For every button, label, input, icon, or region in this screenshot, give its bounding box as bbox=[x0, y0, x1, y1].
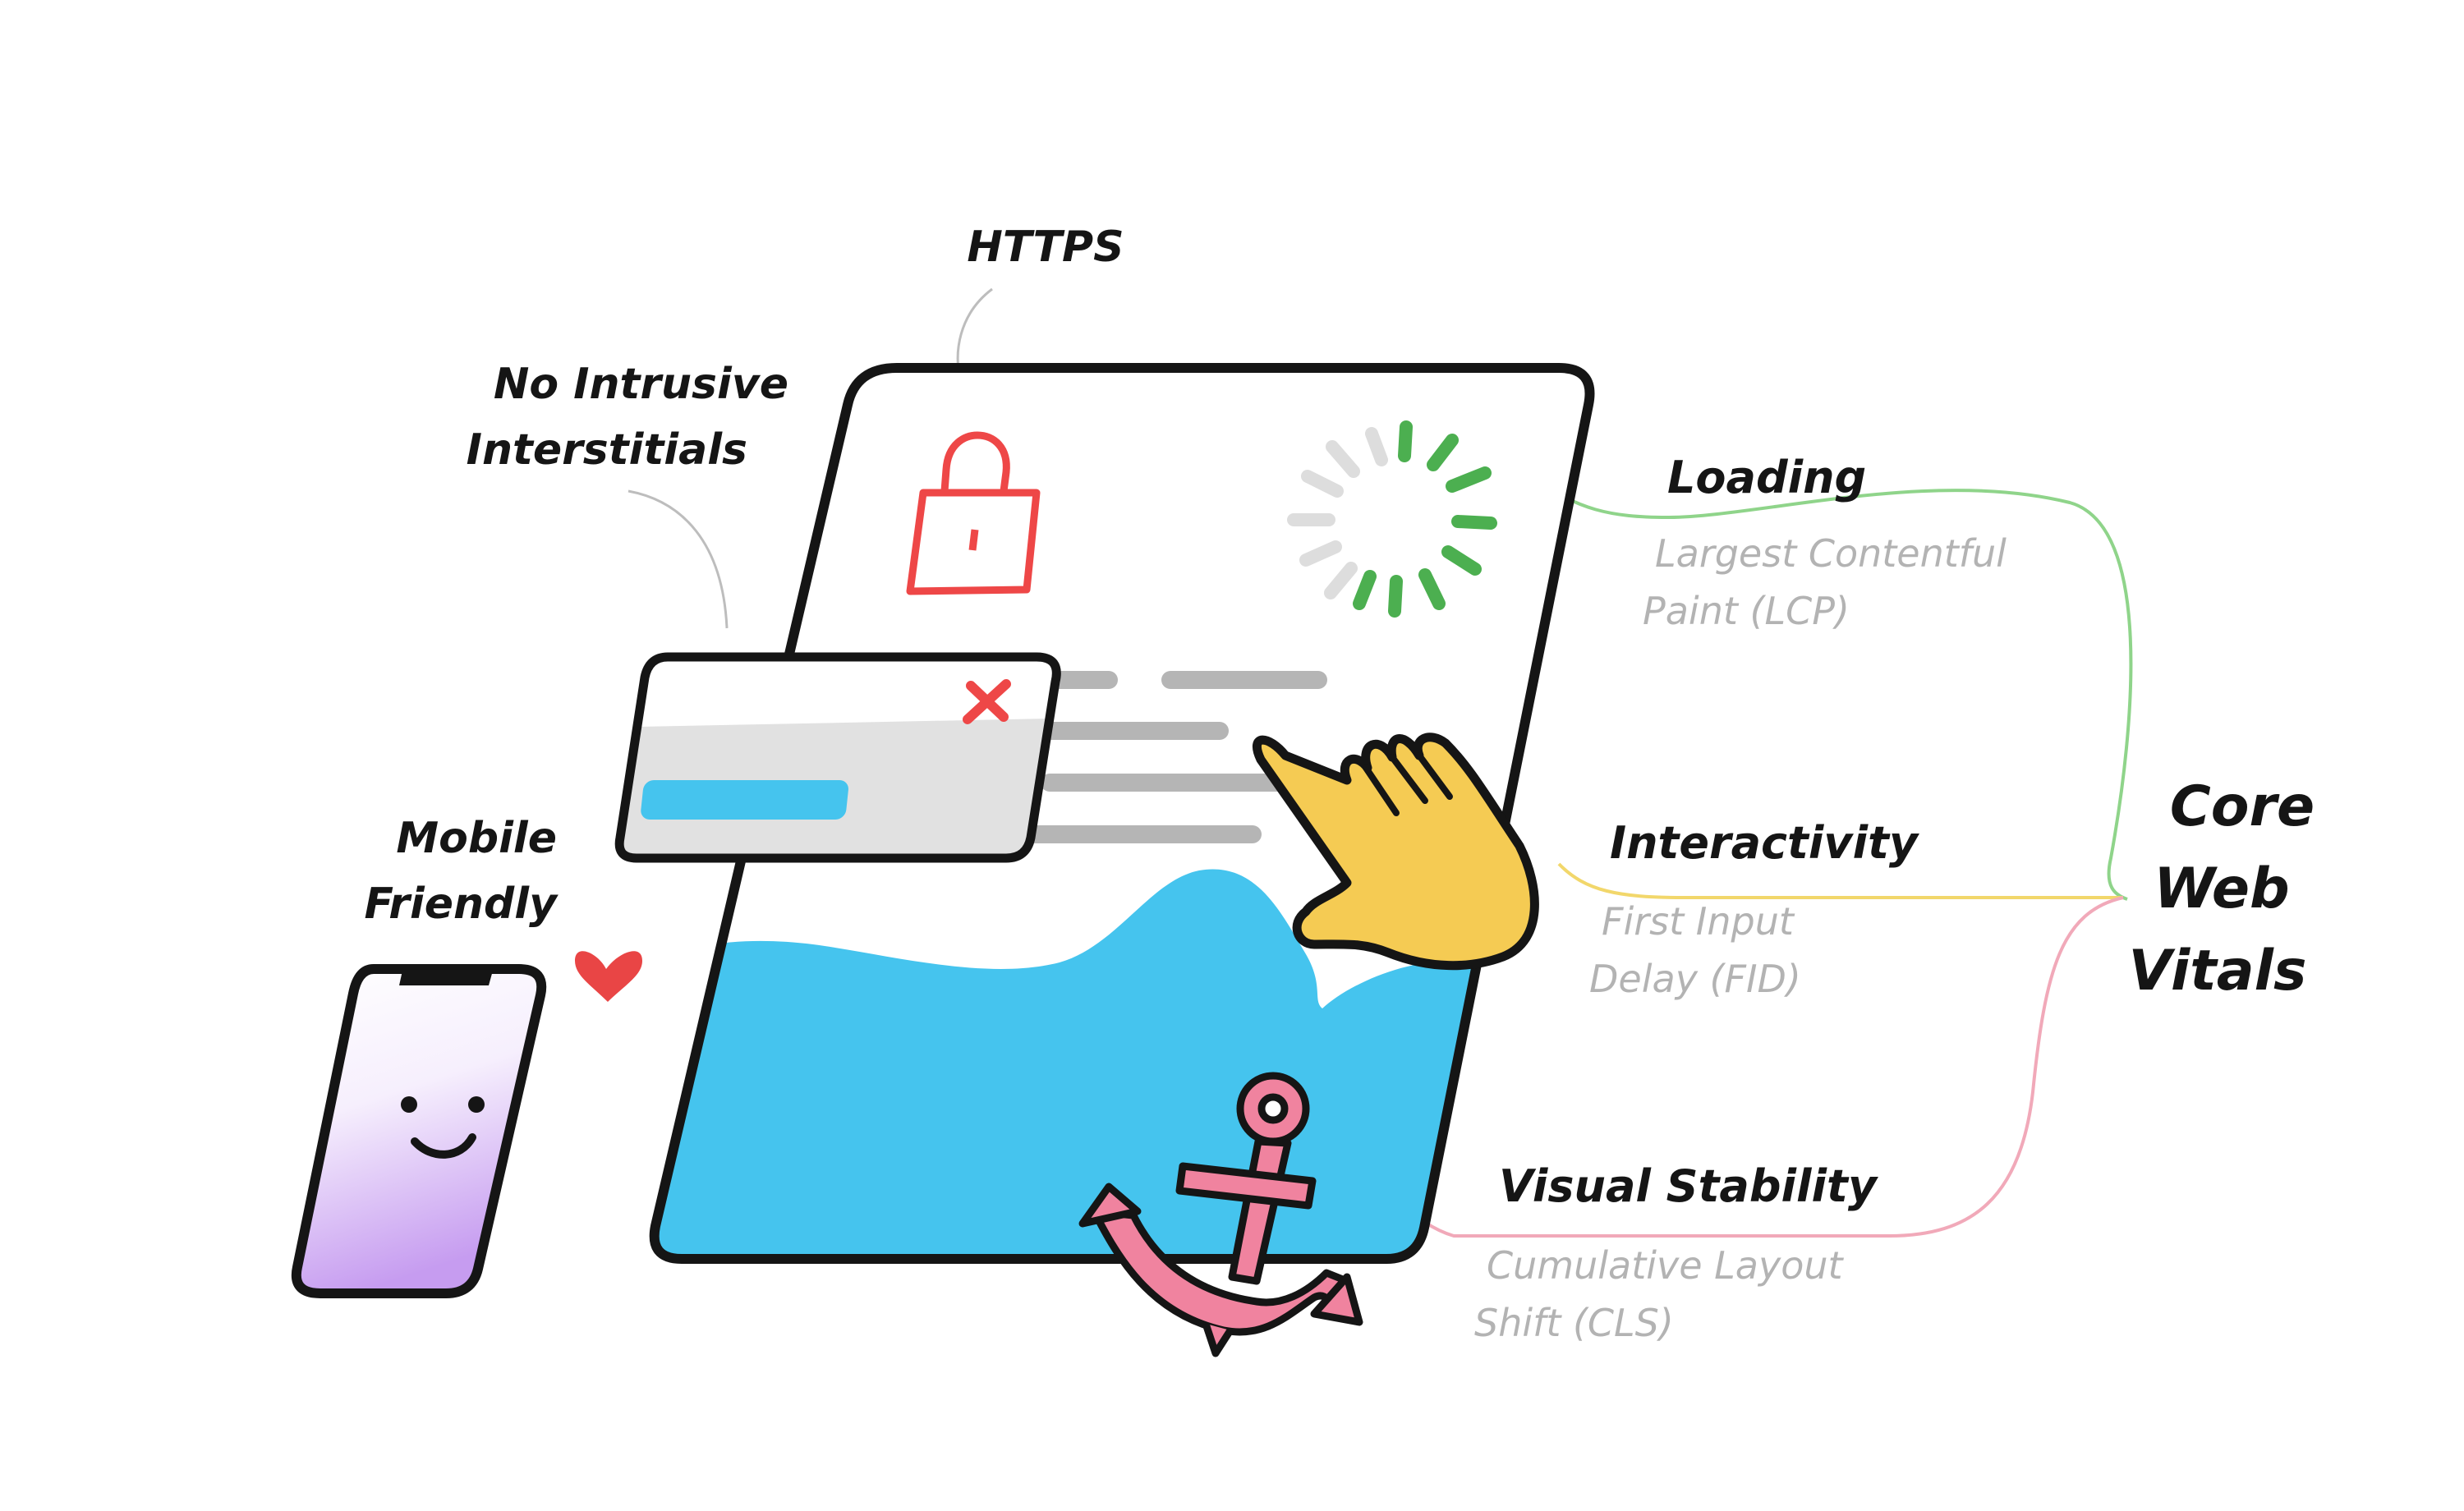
anchor-icon bbox=[1078, 1072, 1363, 1357]
mobile-label-line-1: Mobile bbox=[396, 814, 557, 863]
page-wave bbox=[654, 869, 1590, 1259]
visual-stability-desc-line-2: Shift (CLS) bbox=[1474, 1301, 1674, 1345]
loading-title: Loading bbox=[1667, 452, 1866, 503]
loading-connector bbox=[1534, 477, 2133, 901]
page-outline bbox=[649, 363, 1595, 1264]
visual-stability-title: Visual Stability bbox=[1499, 1160, 1879, 1212]
interstitials-callout-line bbox=[627, 489, 729, 629]
core-web-vitals-line-2: Web bbox=[2154, 857, 2289, 921]
no-intrusive-label-line-1: No Intrusive bbox=[494, 360, 788, 409]
visual-stability-desc-line-1: Cumulative Layout bbox=[1487, 1243, 1845, 1288]
no-intrusive-label-line-2: Interstitials bbox=[467, 425, 747, 475]
pointing-hand-icon bbox=[1252, 733, 1539, 971]
interstitial-popup bbox=[614, 652, 1061, 863]
lock-icon bbox=[906, 431, 1041, 595]
core-web-vitals-line-3: Vitals bbox=[2129, 939, 2307, 1004]
interactivity-desc-line-2: Delay (FID) bbox=[1589, 957, 1801, 1001]
loading-desc-line-1: Largest Contentful bbox=[1655, 531, 2007, 576]
heart-icon bbox=[575, 951, 642, 1002]
interactivity-desc-line-1: First Input bbox=[1602, 899, 1795, 944]
core-web-vitals-line-1: Core bbox=[2170, 774, 2315, 839]
smiley-phone-icon bbox=[291, 964, 547, 1298]
interactivity-title: Interactivity bbox=[1610, 817, 1920, 869]
popup-action-button[interactable] bbox=[640, 780, 849, 820]
loading-spinner-icon bbox=[1287, 420, 1497, 618]
web-page bbox=[649, 363, 1595, 1264]
loading-desc-line-2: Paint (LCP) bbox=[1643, 589, 1850, 633]
close-icon[interactable] bbox=[963, 679, 1011, 724]
mobile-label-line-2: Friendly bbox=[364, 880, 559, 929]
interactivity-connector bbox=[1557, 862, 2123, 899]
https-label: HTTPS bbox=[967, 223, 1124, 272]
